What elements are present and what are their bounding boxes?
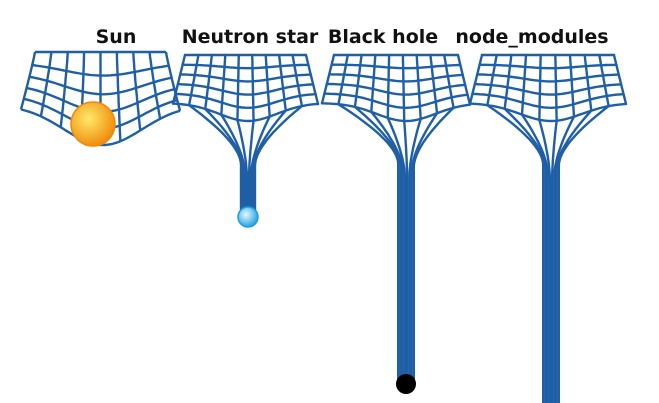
grid-line bbox=[59, 51, 69, 128]
black-hole-icon bbox=[396, 374, 416, 394]
grid-line bbox=[179, 73, 312, 83]
grid-line bbox=[520, 53, 549, 403]
grid-line bbox=[550, 53, 558, 403]
grid-line bbox=[337, 53, 400, 384]
panel-neutron-star bbox=[171, 53, 320, 228]
grid-line bbox=[19, 51, 37, 110]
grid-line bbox=[325, 82, 467, 96]
grid-line bbox=[171, 53, 187, 105]
grid-line bbox=[320, 53, 336, 105]
panel-sun bbox=[19, 50, 182, 147]
label-sun: Sun bbox=[95, 26, 137, 48]
grid-line bbox=[468, 53, 484, 105]
panel-black-hole bbox=[320, 53, 472, 394]
grid-line bbox=[410, 53, 439, 384]
grid-line bbox=[204, 53, 245, 216]
grid-line bbox=[408, 53, 422, 384]
grid-line bbox=[176, 82, 315, 96]
grid-line bbox=[471, 92, 625, 109]
grid-line bbox=[330, 63, 462, 70]
grid-line bbox=[304, 53, 320, 106]
grid-line bbox=[401, 53, 409, 384]
grid-line bbox=[171, 102, 320, 123]
grid-line bbox=[473, 82, 623, 96]
grid-line bbox=[353, 53, 402, 384]
grid-line bbox=[220, 53, 247, 216]
grid-line bbox=[115, 51, 122, 142]
grid-line bbox=[132, 51, 142, 131]
grid-line bbox=[386, 53, 407, 384]
grid-line bbox=[612, 53, 628, 106]
grid-line bbox=[249, 53, 271, 216]
grid-line bbox=[247, 53, 255, 216]
grid-line bbox=[555, 53, 593, 403]
grid-line bbox=[370, 53, 404, 384]
grid-line bbox=[478, 63, 618, 70]
grid-line bbox=[412, 53, 455, 384]
grid-line bbox=[486, 53, 545, 403]
panel-node-modules bbox=[468, 53, 628, 403]
grid-line bbox=[164, 51, 182, 112]
label-neutron-star: Neutron star bbox=[181, 26, 319, 48]
grid-line bbox=[328, 73, 464, 83]
grid-line bbox=[468, 102, 628, 123]
grid-line bbox=[174, 92, 317, 109]
grid-line bbox=[553, 53, 576, 403]
grid-line bbox=[503, 53, 547, 403]
grid-line bbox=[538, 53, 552, 403]
sun-icon bbox=[70, 101, 116, 147]
grid-line bbox=[253, 53, 304, 216]
grid-line bbox=[320, 102, 472, 123]
grid-line bbox=[323, 92, 469, 109]
label-node-modules: node_modules bbox=[455, 26, 609, 48]
grid-line bbox=[236, 53, 249, 216]
grid-line bbox=[39, 51, 53, 117]
grid-line bbox=[476, 73, 620, 83]
grid-line bbox=[557, 53, 610, 403]
grid-line bbox=[181, 63, 310, 70]
label-black-hole: Black hole bbox=[327, 26, 439, 48]
grid-line bbox=[148, 51, 162, 120]
neutron-star-icon bbox=[237, 206, 259, 228]
grid-line bbox=[456, 53, 472, 106]
